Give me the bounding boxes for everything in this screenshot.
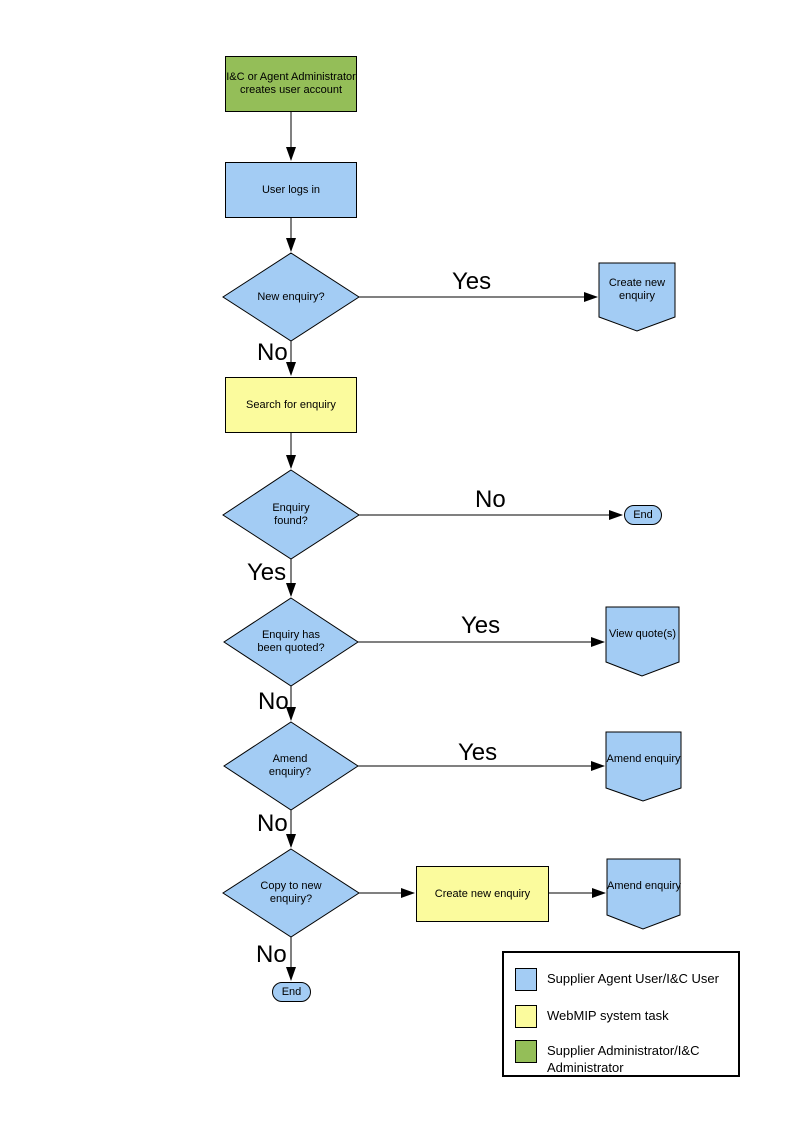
node-create-account: I&C or Agent Administrator creates user … — [225, 56, 357, 112]
legend-label-system: WebMIP system task — [547, 1008, 669, 1023]
decision-amend-enquiry-shape — [223, 721, 359, 811]
node-user-logs-in: User logs in — [225, 162, 357, 218]
legend-label-user: Supplier Agent User/I&C User — [547, 971, 719, 986]
legend-item-admin: Supplier Administrator/I&C Administrator — [515, 1040, 699, 1076]
terminator-end-bottom: End — [272, 982, 311, 1002]
legend-swatch-admin — [515, 1040, 537, 1063]
decision-enquiry-quoted-shape — [223, 597, 359, 687]
task-search-for-enquiry: Search for enquiry — [225, 377, 357, 433]
edge-label-no-new-enquiry: No — [257, 339, 288, 366]
node-create-new-enquiry-shape — [598, 262, 676, 332]
edge-label-no-quoted: No — [258, 688, 289, 715]
legend-label-admin: Supplier Administrator/I&C Administrator — [547, 1043, 700, 1075]
task-create-new-enquiry: Create new enquiry — [416, 866, 549, 922]
edge-label-yes-enquiry-found: Yes — [247, 559, 287, 586]
decision-new-enquiry-shape — [222, 252, 360, 342]
legend: Supplier Agent User/I&C User WebMIP syst… — [502, 951, 740, 1077]
legend-item-user: Supplier Agent User/I&C User — [515, 968, 719, 991]
node-amend-enquiry-shape — [605, 731, 682, 802]
edge-label-yes-quoted: Yes — [461, 612, 501, 639]
legend-swatch-system — [515, 1005, 537, 1028]
edge-label-no-enquiry-found: No — [475, 486, 506, 513]
edge-label-yes-amend: Yes — [458, 739, 498, 766]
edge-label-yes-new-enquiry: Yes — [452, 268, 492, 295]
legend-swatch-user — [515, 968, 537, 991]
legend-item-system: WebMIP system task — [515, 1005, 669, 1028]
edge-label-no-copy: No — [256, 941, 287, 968]
node-amend-enquiry-2-shape — [606, 858, 681, 930]
edge-label-no-amend: No — [257, 810, 288, 837]
decision-enquiry-found-shape — [222, 469, 360, 560]
node-view-quotes-shape — [605, 606, 680, 677]
decision-copy-to-new-shape — [222, 848, 360, 938]
terminator-end-top: End — [624, 505, 662, 525]
